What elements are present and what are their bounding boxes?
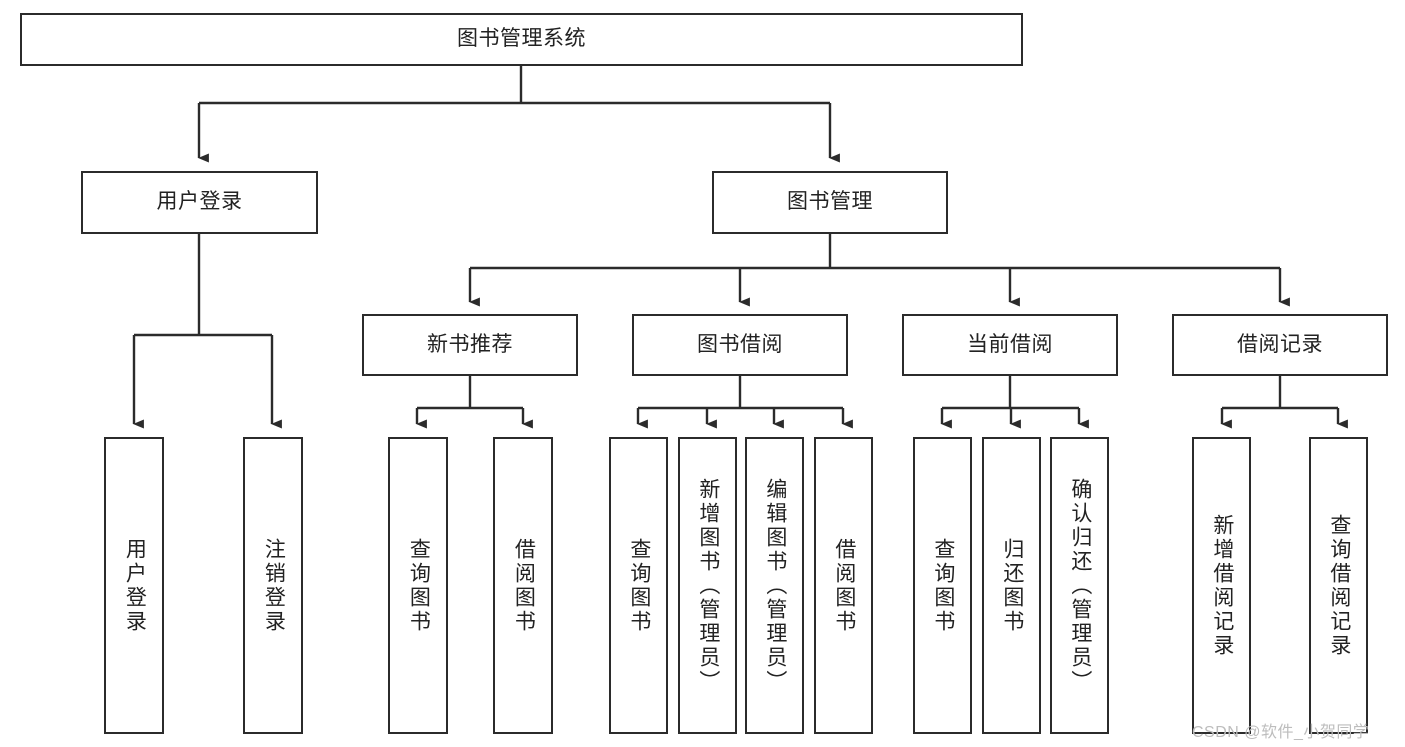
- node-new-book-recommendation[interactable]: 新书推荐: [362, 314, 578, 376]
- node-label: 当前借阅: [967, 332, 1053, 356]
- leaf-query-borrow-record[interactable]: 查询借阅记录: [1309, 437, 1368, 734]
- node-book-management[interactable]: 图书管理: [712, 171, 948, 234]
- node-label: 确认归还（管理员）: [1068, 477, 1092, 694]
- node-borrow-records[interactable]: 借阅记录: [1172, 314, 1388, 376]
- node-label: 编辑图书（管理员）: [763, 477, 787, 694]
- node-label: 新增借阅记录: [1210, 513, 1234, 658]
- leaf-borrow-book-recommendation[interactable]: 借阅图书: [493, 437, 553, 734]
- node-label: 图书借阅: [697, 332, 783, 356]
- node-label: 用户登录: [156, 190, 243, 214]
- node-current-borrowing[interactable]: 当前借阅: [902, 314, 1118, 376]
- node-label: 查询图书: [627, 537, 651, 634]
- node-label: 新增图书（管理员）: [696, 477, 720, 694]
- leaf-logout-login[interactable]: 注销登录: [243, 437, 303, 734]
- node-label: 归还图书: [1000, 537, 1024, 634]
- node-label: 借阅记录: [1237, 332, 1323, 356]
- leaf-add-book-admin[interactable]: 新增图书（管理员）: [678, 437, 737, 734]
- leaf-query-book-borrowing[interactable]: 查询图书: [609, 437, 668, 734]
- node-user-login[interactable]: 用户登录: [81, 171, 318, 234]
- node-label: 用户登录: [123, 537, 147, 634]
- node-book-management-system[interactable]: 图书管理系统: [20, 13, 1023, 66]
- node-label: 查询图书: [931, 537, 955, 634]
- leaf-query-book-current[interactable]: 查询图书: [913, 437, 972, 734]
- leaf-query-book-recommendation[interactable]: 查询图书: [388, 437, 448, 734]
- leaf-confirm-return-admin[interactable]: 确认归还（管理员）: [1050, 437, 1109, 734]
- node-label: 图书管理系统: [457, 27, 586, 51]
- node-label: 新书推荐: [427, 332, 513, 356]
- node-label: 图书管理: [787, 190, 873, 214]
- node-label: 查询图书: [407, 537, 431, 634]
- node-label: 注销登录: [262, 537, 286, 634]
- node-label: 借阅图书: [832, 537, 856, 634]
- leaf-edit-book-admin[interactable]: 编辑图书（管理员）: [745, 437, 804, 734]
- csdn-watermark: CSDN @软件_小贺同学: [1192, 724, 1370, 741]
- leaf-return-book[interactable]: 归还图书: [982, 437, 1041, 734]
- node-book-borrowing[interactable]: 图书借阅: [632, 314, 848, 376]
- leaf-user-login[interactable]: 用户登录: [104, 437, 164, 734]
- node-label: 借阅图书: [512, 537, 536, 634]
- node-label: 查询借阅记录: [1327, 513, 1351, 658]
- leaf-borrow-book-borrowing[interactable]: 借阅图书: [814, 437, 873, 734]
- leaf-add-borrow-record[interactable]: 新增借阅记录: [1192, 437, 1251, 734]
